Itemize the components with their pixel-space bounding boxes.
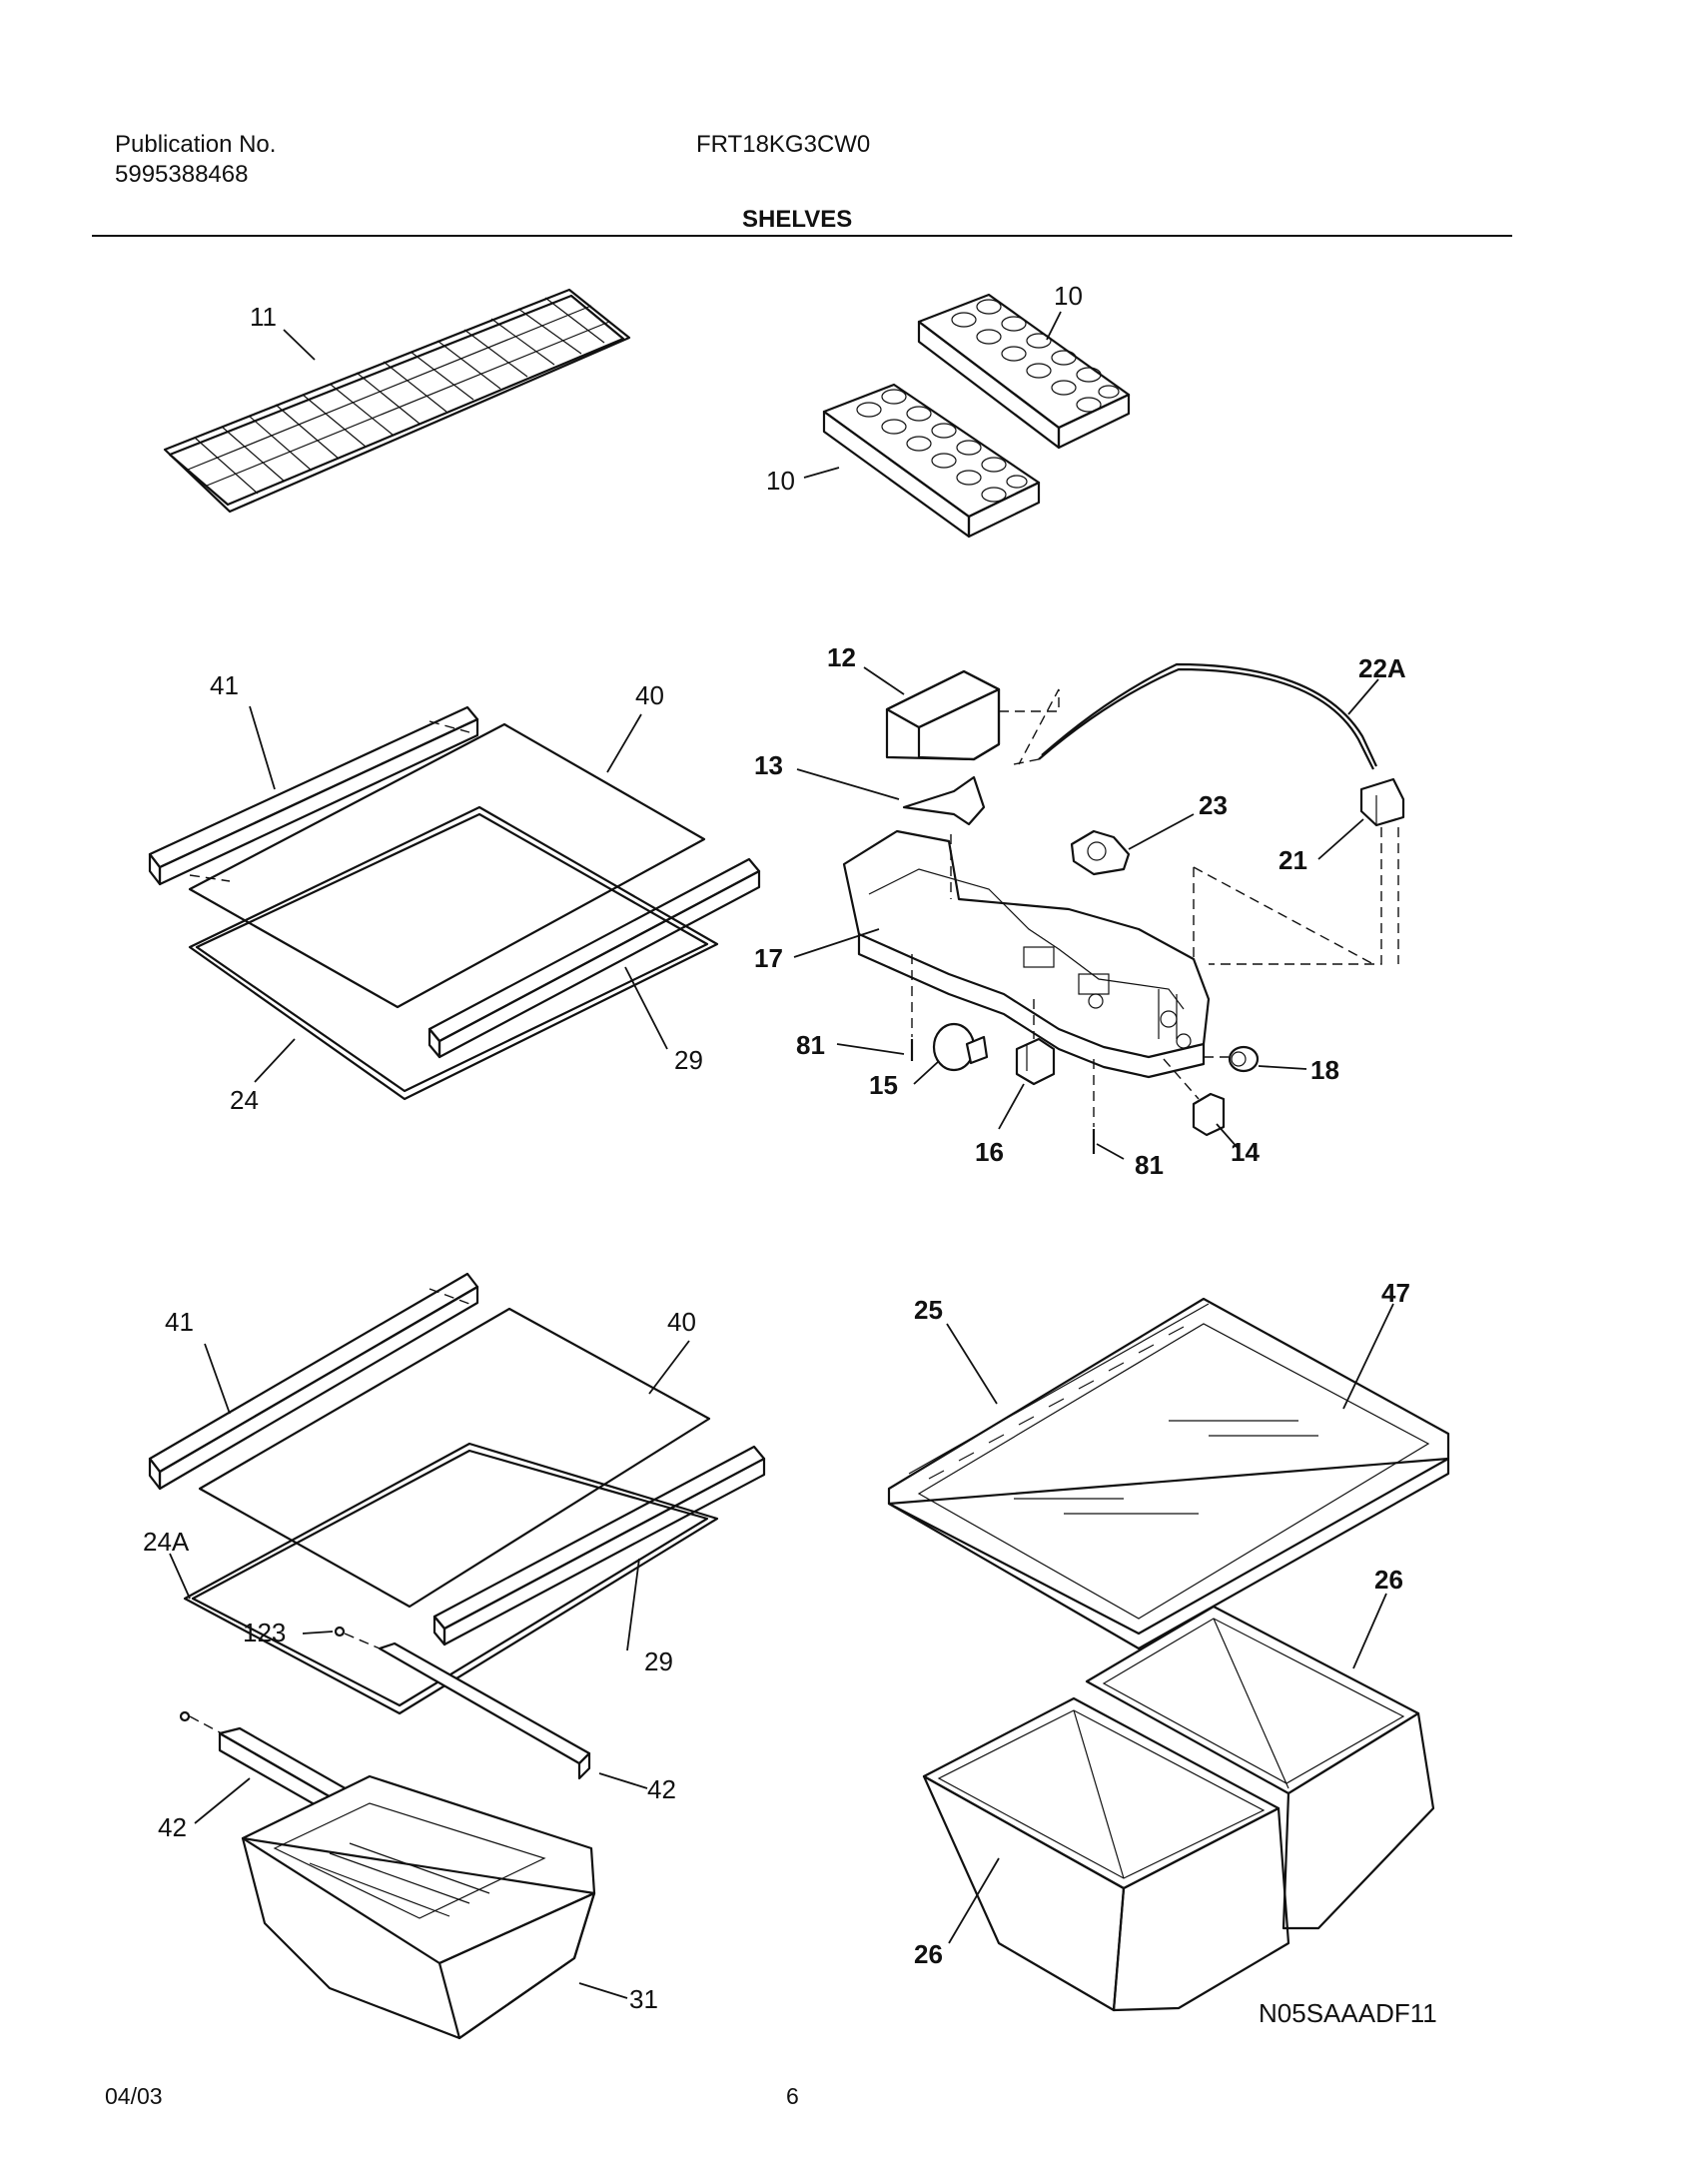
- callout-81-left: 81: [796, 1030, 825, 1060]
- callout-15: 15: [869, 1070, 898, 1100]
- light-housing-part-17: [842, 829, 1211, 1079]
- callout-23: 23: [1199, 790, 1228, 820]
- knob-part-18: [1228, 1045, 1260, 1073]
- baffle-part-13: [902, 775, 986, 826]
- callout-13: 13: [754, 750, 783, 780]
- switch-part-14: [1192, 1092, 1226, 1137]
- callout-24: 24: [230, 1085, 259, 1115]
- crisper-pan-part-26-rear: [1085, 1605, 1435, 1930]
- slide-rail-part-42-right: [378, 1641, 591, 1780]
- header-rule: [92, 235, 1512, 237]
- glass-shelf-part-40-lower: [198, 1288, 711, 1609]
- section-title: SHELVES: [742, 206, 853, 233]
- callout-40-upper: 40: [635, 680, 664, 710]
- callout-10-lower: 10: [766, 466, 795, 496]
- thermostat-part-23: [1070, 829, 1131, 876]
- callout-14: 14: [1231, 1137, 1260, 1167]
- wiring-harness-part-22A: [1038, 662, 1377, 770]
- callout-22A: 22A: [1358, 653, 1406, 683]
- callout-26-front: 26: [914, 1939, 943, 1969]
- socket-part-16: [1015, 1037, 1056, 1086]
- shelf-frame-part-24A: [183, 1442, 719, 1715]
- bulb-part-15: [932, 1022, 989, 1072]
- callout-42-left: 42: [158, 1812, 187, 1842]
- crisper-cover-glass-part-47: [1014, 1420, 1318, 1515]
- callout-17: 17: [754, 943, 783, 973]
- crisper-pan-part-26-front: [922, 1696, 1290, 2012]
- shelf-trim-part-41-lower: [148, 1272, 479, 1491]
- page-number: 6: [786, 2083, 799, 2109]
- callout-16: 16: [975, 1137, 1004, 1167]
- callout-41-lower: 41: [165, 1307, 194, 1337]
- shelf-trim-part-29-lower: [432, 1445, 766, 1646]
- clip-part-123-a: [334, 1626, 346, 1638]
- callout-21: 21: [1279, 845, 1307, 875]
- callout-12: 12: [827, 642, 856, 672]
- callout-29-lower: 29: [644, 1646, 673, 1676]
- callout-29-upper: 29: [674, 1045, 703, 1075]
- callout-31: 31: [629, 1984, 658, 2014]
- wire-shelf-part-11: [163, 288, 631, 514]
- diagram-code: N05SAAADF11: [1259, 1998, 1437, 2028]
- shelf-trim-part-29-upper: [427, 857, 761, 1059]
- publication-label: Publication No.: [115, 131, 277, 158]
- callout-123: 123: [243, 1618, 286, 1647]
- shelf-trim-part-41-upper: [148, 705, 479, 886]
- footer-date: 04/03: [105, 2083, 163, 2109]
- callout-47: 47: [1381, 1278, 1410, 1308]
- model-number: FRT18KG3CW0: [696, 131, 871, 158]
- publication-number: 5995388468: [115, 161, 249, 188]
- callout-18: 18: [1310, 1055, 1339, 1085]
- shelf-frame-part-24: [188, 805, 719, 1101]
- ice-tray-part-10-lower: [822, 383, 1041, 539]
- callout-10-upper: 10: [1054, 281, 1083, 311]
- callout-40-lower: 40: [667, 1307, 696, 1337]
- callout-11: 11: [250, 302, 277, 332]
- callout-41-upper: 41: [210, 670, 239, 700]
- callout-26-rear: 26: [1374, 1565, 1403, 1595]
- crisper-drawer-part-31: [241, 1774, 596, 2040]
- crisper-cover-frame-part-25: [887, 1297, 1450, 1650]
- connector-part-21: [1359, 777, 1405, 827]
- callout-24A: 24A: [143, 1527, 190, 1557]
- glass-shelf-part-40-upper: [188, 720, 706, 1009]
- callout-25: 25: [914, 1295, 943, 1325]
- ice-tray-part-10-upper: [917, 293, 1131, 450]
- clip-part-123-b: [179, 1710, 191, 1722]
- cover-part-12: [885, 669, 1060, 765]
- callout-81-right: 81: [1135, 1150, 1164, 1180]
- callout-42-right: 42: [647, 1774, 676, 1804]
